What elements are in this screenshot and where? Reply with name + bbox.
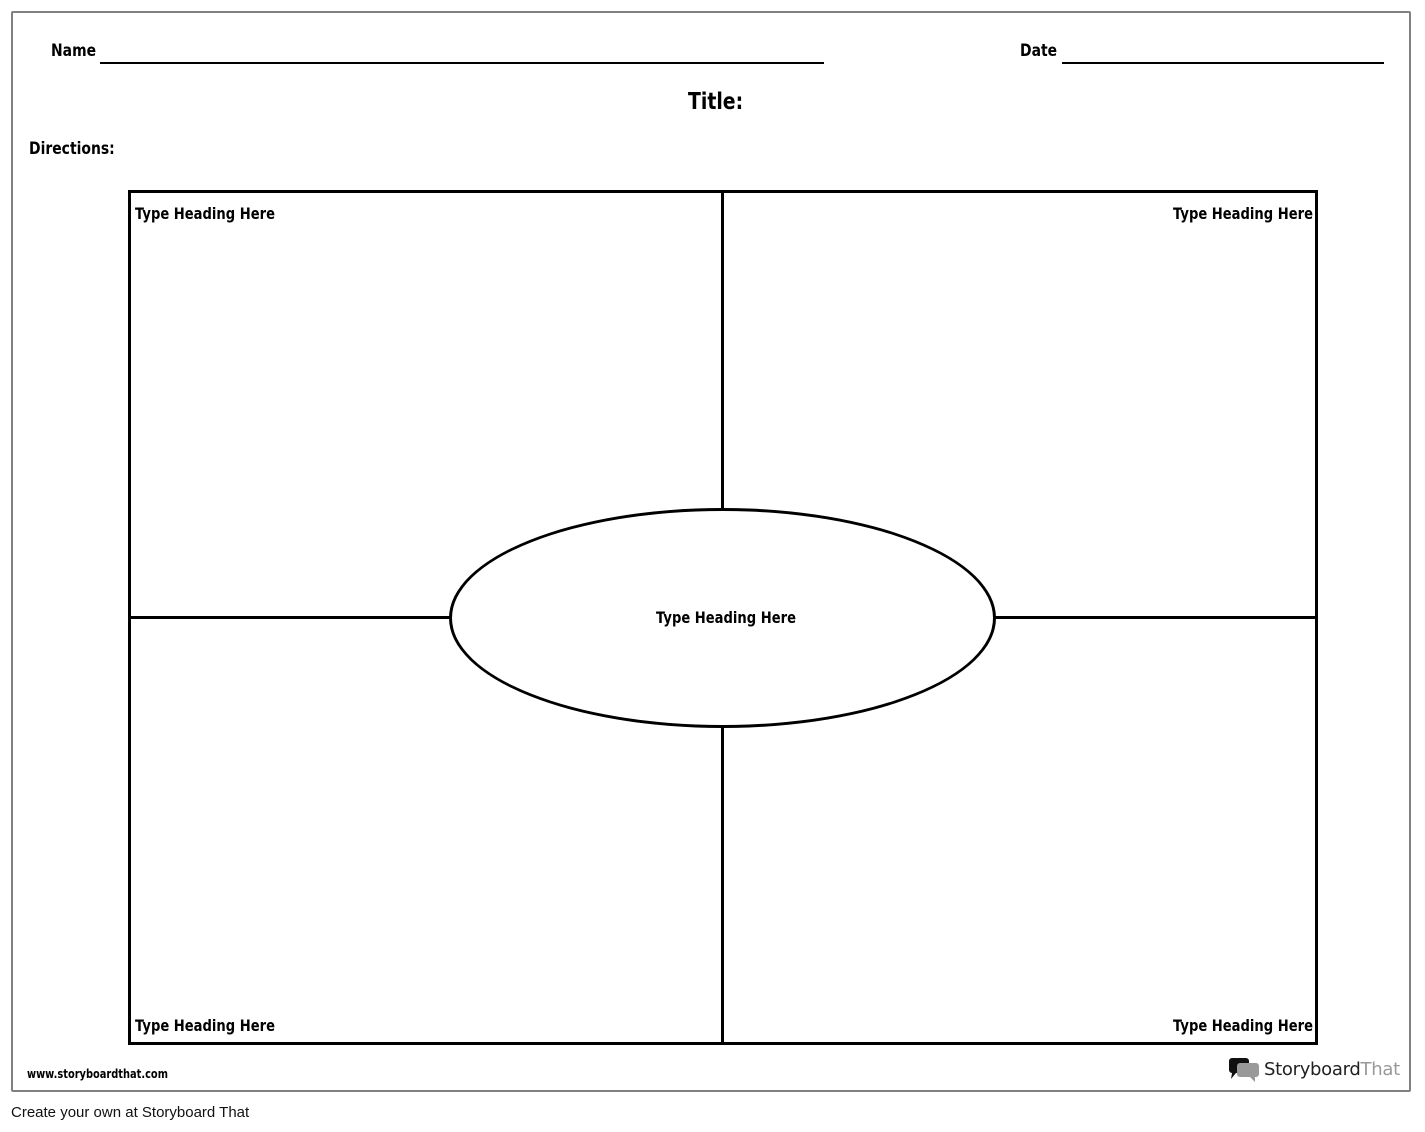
divider-bottom bbox=[721, 726, 724, 1045]
logo-text: StoryboardThat bbox=[1264, 1058, 1400, 1080]
heading-bottom-right[interactable]: Type Heading Here bbox=[1173, 1016, 1313, 1035]
footer-text[interactable]: Create your own at Storyboard That bbox=[11, 1104, 250, 1121]
divider-top bbox=[721, 190, 724, 510]
divider-left bbox=[128, 616, 451, 619]
directions-label: Directions: bbox=[29, 139, 115, 159]
date-label: Date bbox=[1020, 41, 1058, 61]
heading-top-right[interactable]: Type Heading Here bbox=[1173, 204, 1313, 223]
name-label: Name bbox=[51, 41, 97, 61]
heading-top-left[interactable]: Type Heading Here bbox=[135, 204, 275, 223]
heading-center[interactable]: Type Heading Here bbox=[656, 608, 796, 627]
storyboardthat-logo: StoryboardThat bbox=[1228, 1056, 1400, 1082]
speech-bubbles-icon bbox=[1229, 1058, 1259, 1082]
center-ellipse bbox=[449, 508, 996, 728]
name-field-line[interactable] bbox=[100, 62, 824, 64]
date-field-line[interactable] bbox=[1062, 62, 1384, 64]
heading-bottom-left[interactable]: Type Heading Here bbox=[135, 1016, 275, 1035]
divider-right bbox=[994, 616, 1318, 619]
website-url: www.storyboardthat.com bbox=[27, 1067, 168, 1081]
title-label: Title: bbox=[688, 89, 744, 115]
